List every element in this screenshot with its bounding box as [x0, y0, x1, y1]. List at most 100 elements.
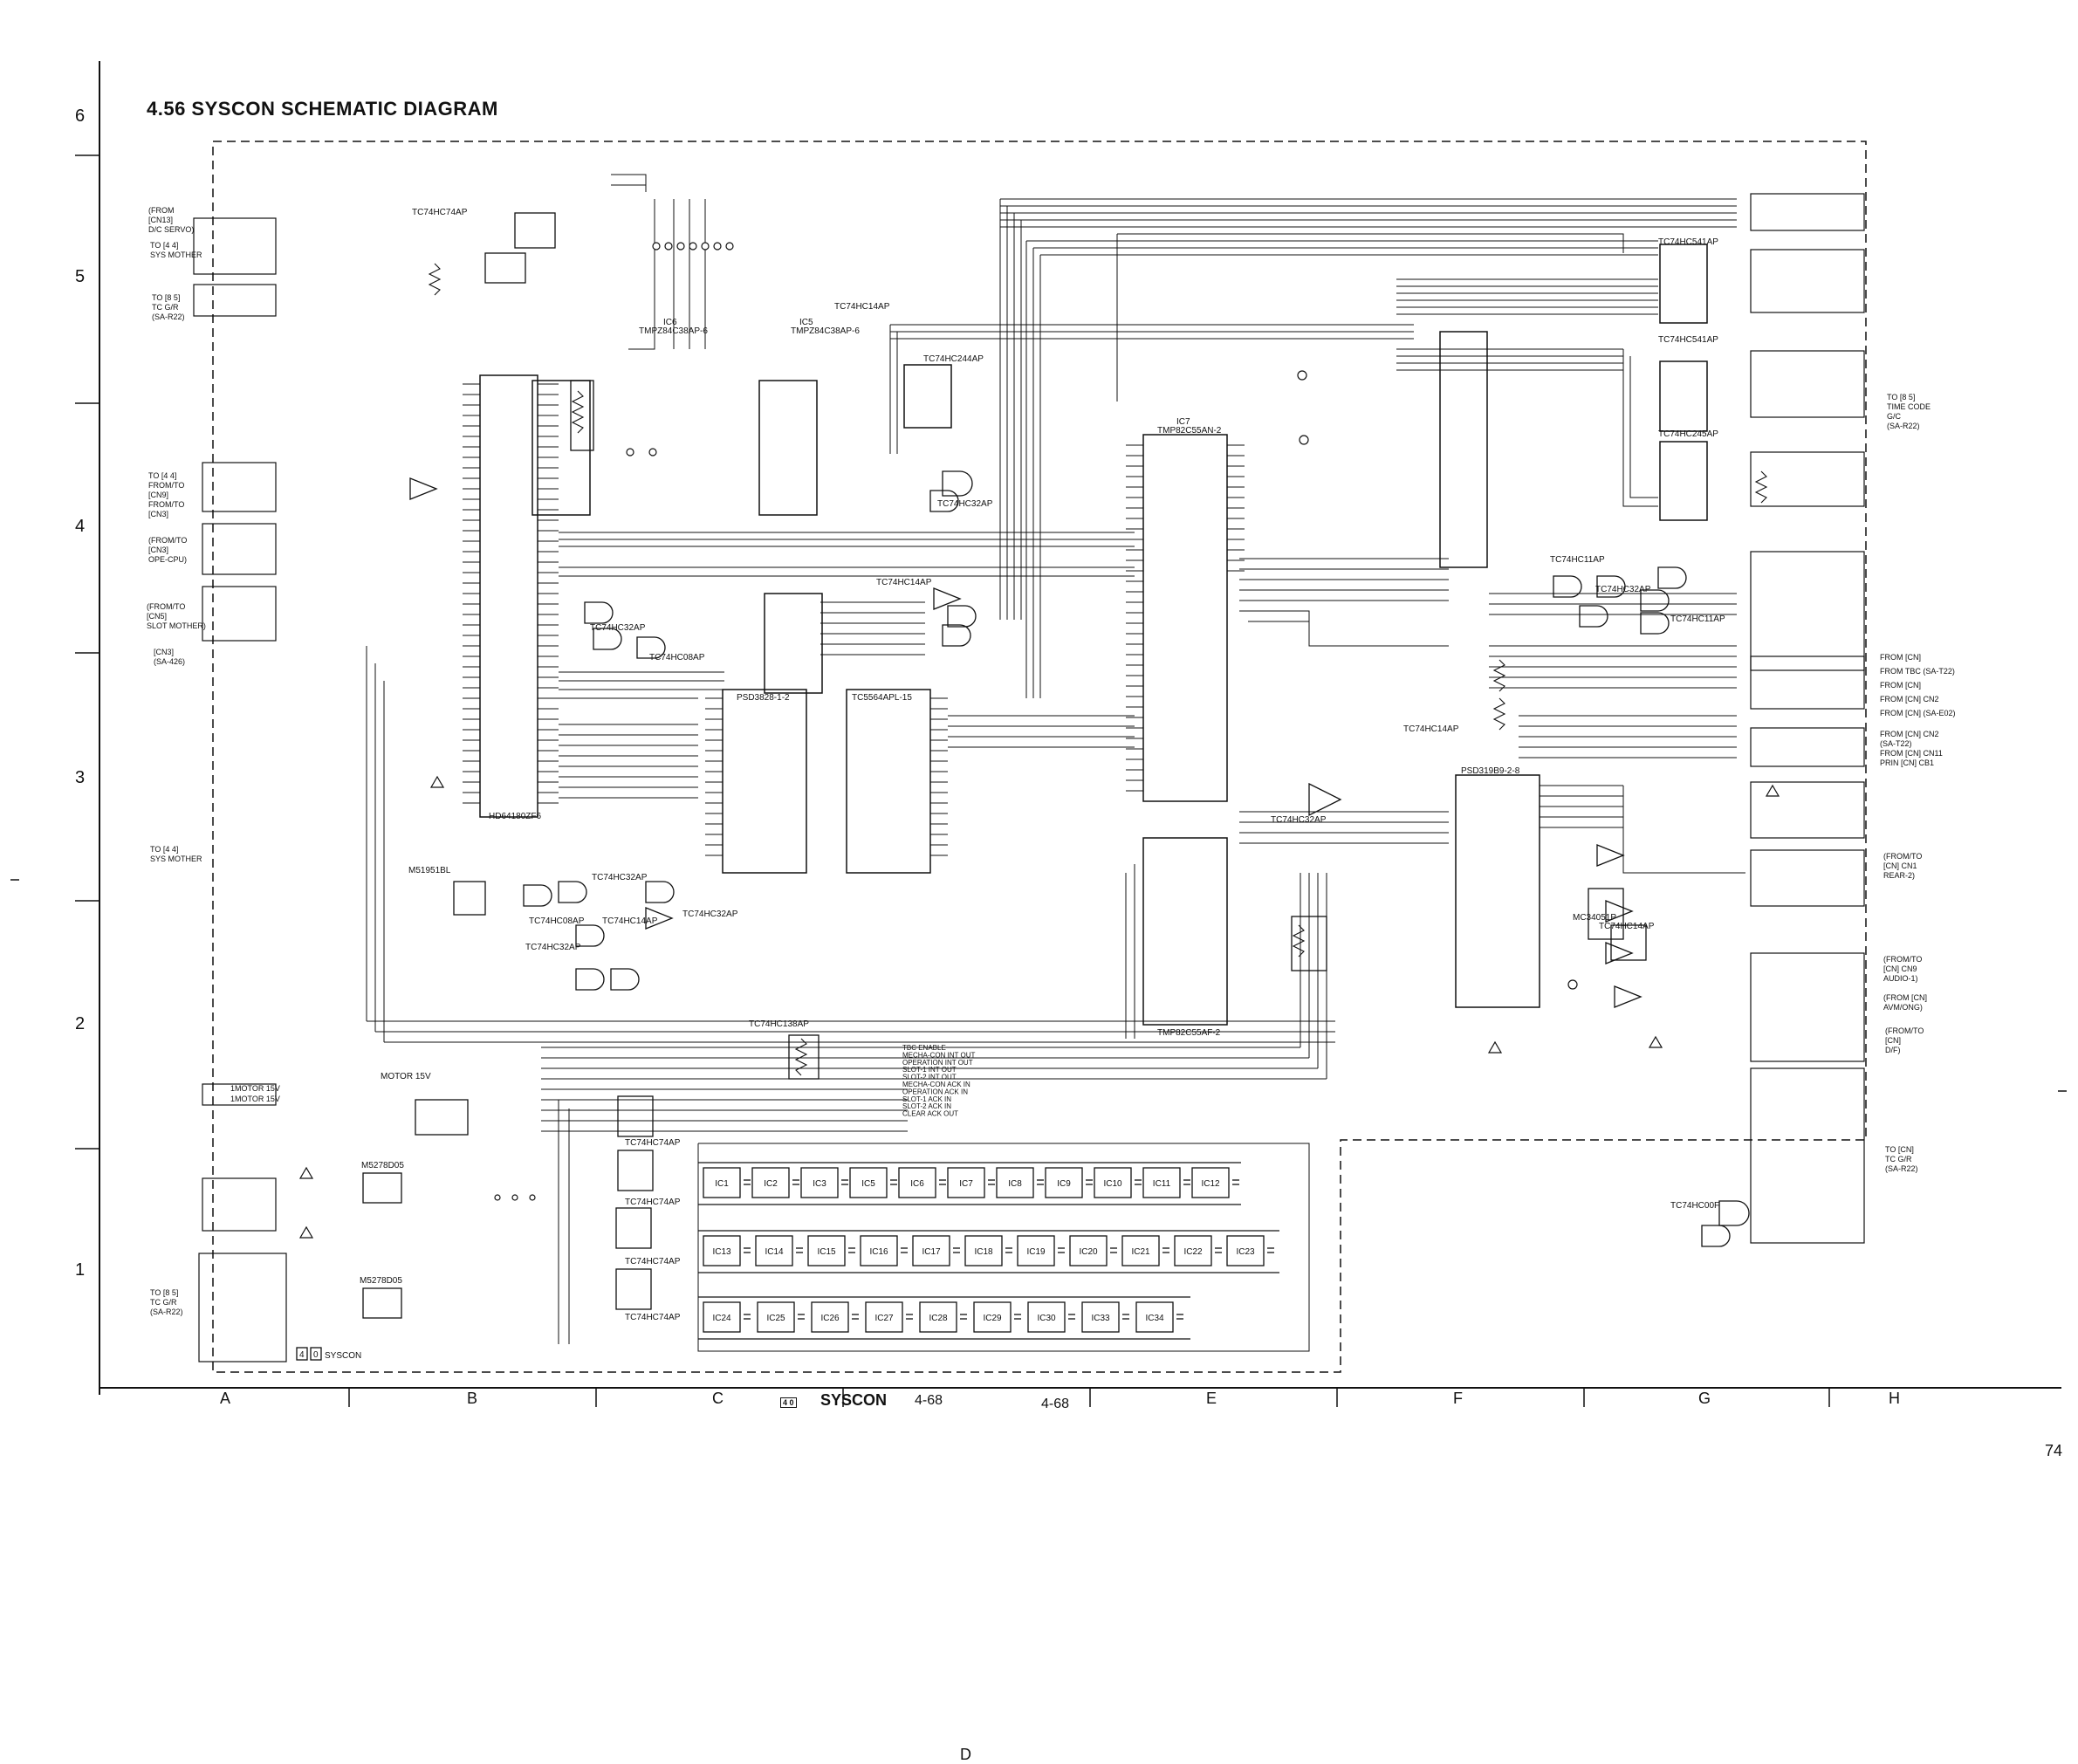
- note-rear-2: (FROM/TO [CN] CN1 REAR-2): [1883, 852, 1923, 880]
- grid-chip-ic21: [1121, 1235, 1160, 1266]
- svg-text:TC74HC244AP: TC74HC244AP: [923, 354, 984, 364]
- grid-chip-ic12: [1191, 1167, 1230, 1198]
- bus-signal-label: SLOT-2 ACK IN: [902, 1102, 951, 1110]
- grid-chip-label-ic27: IC27: [874, 1314, 894, 1323]
- column-letter-b: B: [467, 1390, 478, 1407]
- grid-chip-ic33: [1081, 1301, 1120, 1333]
- svg-text:PSD3828-1-2: PSD3828-1-2: [737, 693, 790, 703]
- bus-wires-lower: [366, 646, 1335, 1352]
- svg-text:TMPZ84C38AP-6: TMPZ84C38AP-6: [639, 326, 708, 336]
- svg-text:HD64180ZF6: HD64180ZF6: [489, 812, 541, 821]
- note-ope-cpu: (FROM/TO [CN3] OPE-CPU): [148, 536, 188, 564]
- bus-signal-label: SLOT-1 INT OUT: [902, 1066, 957, 1074]
- ic8-body: [1142, 837, 1228, 1026]
- svg-text:TC74HC14AP: TC74HC14AP: [602, 916, 658, 926]
- svg-text:TC74HC541AP: TC74HC541AP: [1658, 237, 1718, 247]
- svg-text:M5278D05: M5278D05: [361, 1161, 404, 1170]
- svg-text:TC74HC32AP: TC74HC32AP: [1271, 815, 1327, 825]
- note-from-cn-b: FROM [CN]: [1880, 681, 1921, 690]
- svg-text:4: 4: [299, 1350, 305, 1360]
- grid-chip-label-ic2: IC2: [764, 1179, 778, 1189]
- row-number-6: 6: [75, 106, 86, 126]
- note-to-sys-mother-2: TO [4 4] SYS MOTHER: [150, 845, 202, 863]
- grid-chip-ic10: [1094, 1167, 1132, 1198]
- ic11-body: [764, 593, 823, 694]
- sheet-page-number: 74: [2044, 1442, 2062, 1459]
- grid-chip-label-ic34: IC34: [1145, 1314, 1164, 1323]
- grid-chip-label-ic26: IC26: [820, 1314, 840, 1323]
- svg-text:TC74HC74AP: TC74HC74AP: [625, 1257, 681, 1266]
- svg-text:TC74HC245AP: TC74HC245AP: [1658, 429, 1718, 439]
- grid-chip-ic29: [973, 1301, 1012, 1333]
- bus-signal-label: TBC ENABLE: [902, 1044, 946, 1052]
- chip-labels: TMPZ84C38AP-6 IC5 TMPZ84C38AP-6 IC6 TMP8…: [360, 208, 1725, 1322]
- sheet-frame: [10, 61, 2067, 1407]
- svg-text:IC6: IC6: [663, 318, 677, 327]
- svg-text:M5278D05: M5278D05: [360, 1276, 402, 1286]
- grid-chip-ic20: [1069, 1235, 1108, 1266]
- note-to-tc-gr-1: TO [8 5] TC G/R (SA-R22): [152, 293, 185, 321]
- svg-text:PSD319B9-2-8: PSD319B9-2-8: [1461, 766, 1520, 776]
- small-ic-boxes: [362, 212, 1647, 1319]
- grid-chip-label-ic24: IC24: [712, 1314, 731, 1323]
- note-slot-mother: (FROM/TO [CN5] SLOT MOTHER): [147, 602, 206, 630]
- grid-chip-label-ic6: IC6: [910, 1179, 924, 1189]
- grid-chip-label-ic19: IC19: [1026, 1247, 1046, 1257]
- caution-triangles: [298, 775, 1780, 1239]
- bus-signal-label: MECHA-CON ACK IN: [902, 1081, 970, 1088]
- pin-stubs: [463, 383, 1245, 856]
- grid-chip-label-ic12: IC12: [1201, 1179, 1220, 1189]
- svg-text:TC74HC00F: TC74HC00F: [1670, 1201, 1719, 1211]
- grid-chip-ic25: [757, 1301, 795, 1333]
- ic17-body: [1659, 360, 1708, 432]
- grid-chip-ic26: [811, 1301, 849, 1333]
- grid-chip-ic18: [964, 1235, 1003, 1266]
- grid-chip-ic22: [1174, 1235, 1212, 1266]
- row-number-5: 5: [75, 267, 86, 286]
- grid-chip-ic28: [919, 1301, 957, 1333]
- svg-text:TC74HC74AP: TC74HC74AP: [625, 1198, 681, 1207]
- svg-text:TMPZ84C38AP-6: TMPZ84C38AP-6: [791, 326, 860, 336]
- bus-wires-top: [611, 174, 1737, 698]
- svg-text:TC74HC74AP: TC74HC74AP: [625, 1138, 681, 1148]
- note-from-sa-e02: FROM [CN] (SA-E02): [1880, 709, 1956, 717]
- grid-chip-label-ic13: IC13: [712, 1247, 731, 1257]
- board-outline: [212, 141, 1867, 1373]
- svg-text:TC74HC14AP: TC74HC14AP: [876, 578, 932, 587]
- ic2-body: [722, 689, 807, 874]
- grid-chip-label-ic3: IC3: [813, 1179, 826, 1189]
- row-number-4: 4: [75, 517, 86, 536]
- grid-chip-label-ic23: IC23: [1236, 1247, 1255, 1257]
- grid-chip-label-ic18: IC18: [974, 1247, 993, 1257]
- svg-text:MC34051P: MC34051P: [1573, 913, 1616, 923]
- note-audio-1: (FROM/TO [CN] CN9 AUDIO-1): [1883, 955, 1923, 983]
- svg-text:TC5564APL-15: TC5564APL-15: [852, 693, 912, 703]
- note-from-cn-a: FROM [CN]: [1880, 653, 1921, 662]
- grid-chip-label-ic11: IC11: [1153, 1179, 1171, 1189]
- svg-text:TC74HC74AP: TC74HC74AP: [412, 208, 468, 217]
- note-to-tc-gr-2: TO [8 5] TC G/R (SA-R22): [150, 1288, 183, 1316]
- grid-chip-ic13: [703, 1235, 741, 1266]
- grid-chip-label-ic21: IC21: [1131, 1247, 1150, 1257]
- right-connectors: [1750, 193, 1865, 1244]
- note-to-tc-gr-3: TO [CN] TC G/R (SA-R22): [1885, 1145, 1918, 1173]
- grid-chip-label-ic17: IC17: [922, 1247, 941, 1257]
- grid-chip-label-ic5: IC5: [861, 1179, 875, 1189]
- grid-chip-ic2: [751, 1167, 790, 1198]
- svg-text:TC74HC08AP: TC74HC08AP: [649, 653, 705, 662]
- bus-signal-label: SLOT-2 INT OUT: [902, 1074, 957, 1081]
- bus-signal-label: CLEAR ACK OUT: [902, 1110, 958, 1118]
- svg-text:TC74HC32AP: TC74HC32AP: [590, 623, 646, 633]
- ic12-body: [1439, 331, 1488, 568]
- grid-chip-ic8: [996, 1167, 1034, 1198]
- note-d-f: (FROM/TO [CN] D/F): [1885, 1026, 1924, 1054]
- note-fromto-cn9: TO [4 4] FROM/TO [CN9] FROM/TO [CN3]: [148, 471, 185, 518]
- grid-chip-label-ic20: IC20: [1079, 1247, 1098, 1257]
- footer-board-tag: 4 0: [780, 1391, 797, 1410]
- note-time-code-gc: TO [8 5] TIME CODE G/C (SA-R22): [1887, 393, 1931, 430]
- ic18-body: [1659, 441, 1708, 521]
- grid-chip-label-ic28: IC28: [929, 1314, 948, 1323]
- column-letter-g: G: [1698, 1390, 1711, 1407]
